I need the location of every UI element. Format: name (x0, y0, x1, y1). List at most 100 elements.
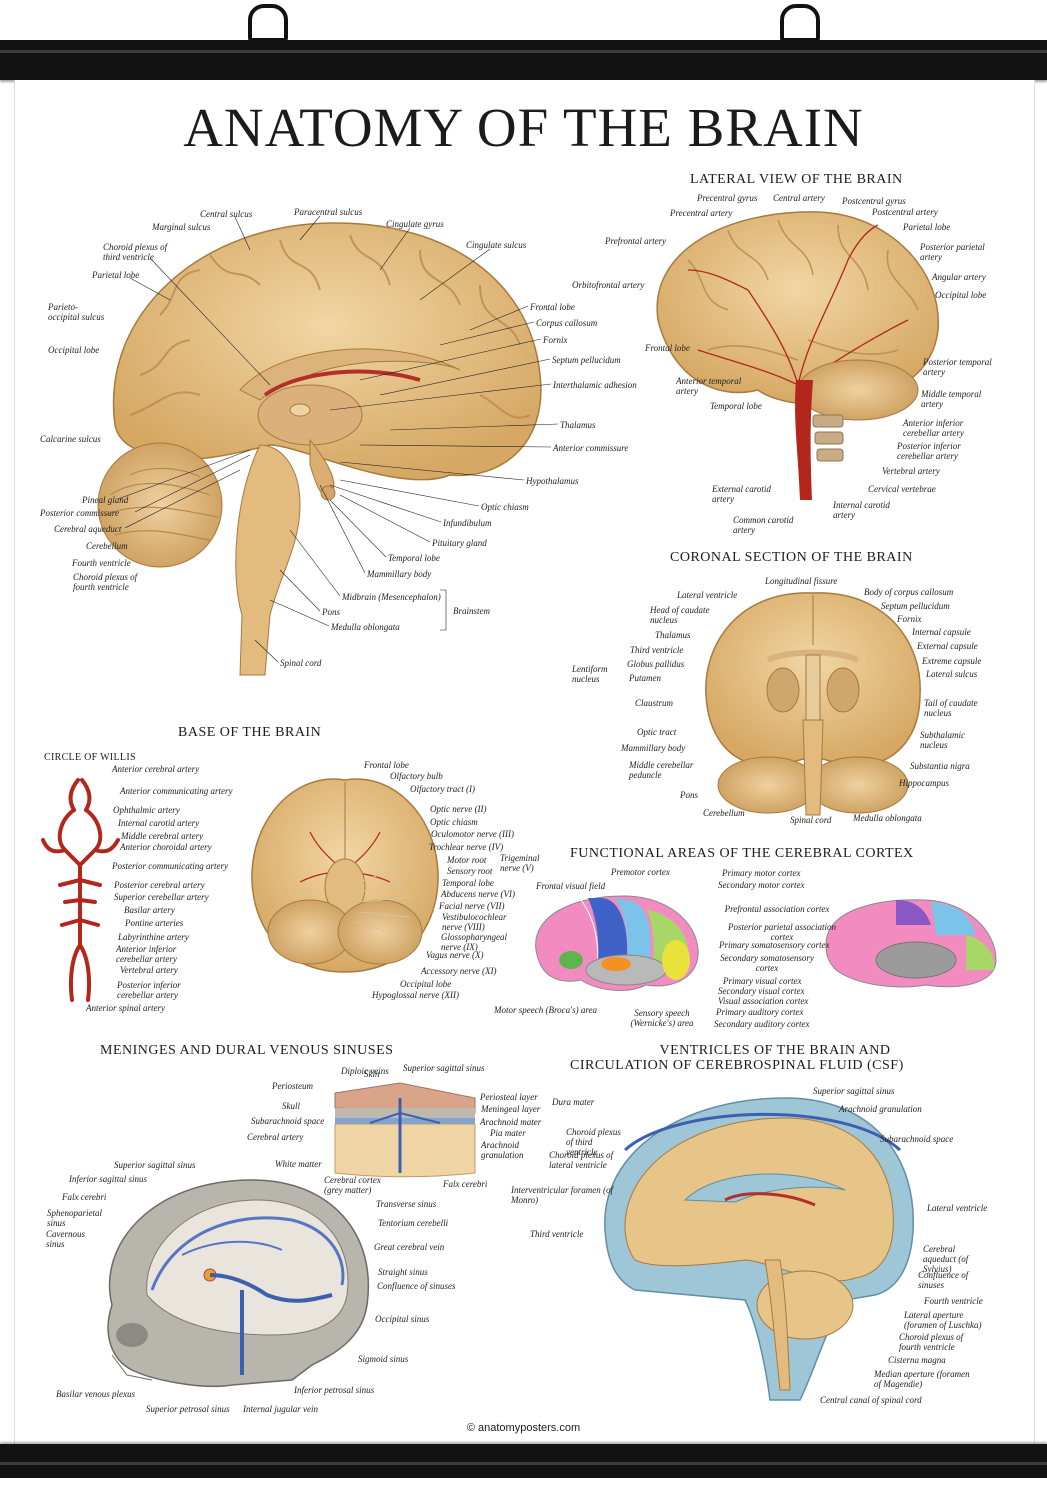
label-anterior-inferior-cerebellar-artery-w: Anterior inferior cerebellar artery (116, 944, 177, 964)
label-accessory-nerve: Accessory nerve (XI) (421, 966, 497, 976)
label-common-carotid-artery: Common carotid artery (733, 515, 794, 535)
label-superior-petrosal-sinus: Superior petrosal sinus (146, 1404, 230, 1414)
label-cavernous-sinus: Cavernous sinus (46, 1229, 85, 1249)
label-parietal-lobe-lat: Parietal lobe (903, 222, 951, 232)
label-visual-association-cortex: Visual association cortex (718, 996, 809, 1006)
label-arachnoid-mater: Arachnoid mater (480, 1117, 542, 1127)
label-internal-carotid-artery: Internal carotid artery (833, 500, 890, 520)
label-hippocampus: Hippocampus (899, 778, 949, 788)
label-septum-pellucidum-cor: Septum pellucidum (881, 601, 950, 611)
label-inferior-petrosal-sinus: Inferior petrosal sinus (294, 1385, 375, 1395)
label-pineal-gland: Pineal gland (82, 495, 129, 505)
label-central-canal: Central canal of spinal cord (820, 1395, 922, 1405)
label-basilar-venous-plexus: Basilar venous plexus (56, 1389, 135, 1399)
label-precentral-gyrus: Precentral gyrus (697, 193, 758, 203)
label-white-matter: White matter (275, 1159, 322, 1169)
label-anterior-communicating-artery: Anterior communicating artery (120, 786, 233, 796)
label-lentiform-nucleus: Lentiform nucleus (572, 664, 608, 684)
label-angular-artery: Angular artery (932, 272, 986, 282)
label-third-ventricle-v: Third ventricle (530, 1229, 584, 1239)
label-extreme-capsule: Extreme capsule (922, 656, 982, 666)
label-hypoglossal-nerve: Hypoglossal nerve (XII) (372, 990, 459, 1000)
label-secondary-auditory-cortex: Secondary auditory cortex (714, 1019, 810, 1029)
label-oculomotor-nerve: Oculomotor nerve (III) (431, 829, 514, 839)
label-cerebral-aqueduct: Cerebral aqueduct (54, 524, 122, 534)
meninges-block-illustration (334, 1082, 476, 1178)
label-secondary-visual-cortex: Secondary visual cortex (718, 986, 805, 996)
label-primary-visual-cortex: Primary visual cortex (723, 976, 802, 986)
label-pontine-arteries: Pontine arteries (125, 918, 184, 928)
label-cerebral-aqueduct-v: Cerebral aqueduct (of Sylvius) (923, 1244, 969, 1274)
label-cingulate-gyrus: Cingulate gyrus (386, 219, 444, 229)
label-cerebral-artery: Cerebral artery (247, 1132, 304, 1142)
label-fornix-cor: Fornix (897, 614, 922, 624)
label-cisterna-magna: Cisterna magna (888, 1355, 946, 1365)
label-choroid-plexus-fourth-v: Choroid plexus of fourth ventricle (899, 1332, 964, 1352)
label-occipital-sinus: Occipital sinus (375, 1314, 430, 1324)
label-lateral-aperture: Lateral aperture (foramen of Luschka) (904, 1310, 982, 1330)
lateral-brain-illustration (656, 211, 939, 500)
label-precentral-artery: Precentral artery (670, 208, 733, 218)
base-brain-illustration (251, 778, 439, 973)
label-premotor-cortex: Premotor cortex (611, 867, 670, 877)
label-sensory-root: Sensory root (447, 866, 493, 876)
label-frontal-visual-field: Frontal visual field (536, 881, 606, 891)
label-lateral-ventricle-cor: Lateral ventricle (677, 590, 738, 600)
label-cingulate-sulcus: Cingulate sulcus (466, 240, 527, 250)
label-cerebellum-cor: Cerebellum (703, 808, 745, 818)
label-superior-sagittal-sinus-v: Superior sagittal sinus (813, 1086, 895, 1096)
label-medulla-oblongata-cor: Medulla oblongata (853, 813, 922, 823)
top-hanger-rail (0, 40, 1047, 80)
functional-areas-title: FUNCTIONAL AREAS OF THE CEREBRAL CORTEX (570, 846, 914, 861)
label-choroid-plexus-third: Choroid plexus of third ventricle (103, 242, 168, 262)
label-glossopharyngeal-nerve: Glossopharyngeal nerve (IX) (441, 932, 507, 952)
label-thalamus-cor: Thalamus (655, 630, 691, 640)
label-abducens-nerve: Abducens nerve (VI) (441, 889, 515, 899)
label-optic-chiasm-base: Optic chiasm (430, 817, 478, 827)
label-confluence-sinuses-m: Confluence of sinuses (377, 1281, 456, 1291)
label-periosteum: Periosteum (272, 1081, 313, 1091)
label-tail-caudate: Tail of caudate nucleus (924, 698, 978, 718)
label-cervical-vertebrae: Cervical vertebrae (868, 484, 936, 494)
label-mammillary-body-cor: Mammillary body (621, 743, 686, 753)
ventricles-title-line1: VENTRICLES OF THE BRAIN AND (659, 1043, 891, 1058)
label-mammillary-body-sag: Mammillary body (367, 569, 432, 579)
label-anterior-commissure: Anterior commissure (553, 443, 629, 453)
label-secondary-somatosensory-cortex: Secondary somatosensory cortex (720, 953, 814, 973)
label-frontal-lobe-base: Frontal lobe (364, 760, 409, 770)
label-postcentral-artery: Postcentral artery (872, 207, 938, 217)
label-falx-cerebri-m: Falx cerebri (443, 1179, 488, 1189)
label-prefrontal-artery: Prefrontal artery (605, 236, 667, 246)
label-anterior-choroidal-artery: Anterior choroidal artery (120, 842, 212, 852)
label-subarachnoid-space-v: Subarachnoid space (880, 1134, 954, 1144)
label-median-aperture: Median aperture (foramen of Magendie) (874, 1369, 970, 1389)
label-parietal-lobe: Parietal lobe (92, 270, 140, 280)
sagittal-brain-illustration (97, 222, 542, 676)
label-choroid-plexus-third-v: Choroid plexus of third ventricle (566, 1127, 621, 1157)
label-external-capsule: External capsule (917, 641, 978, 651)
label-vestibulocochlear-nerve: Vestibulocochlear nerve (VIII) (442, 912, 507, 932)
label-central-artery: Central artery (773, 193, 825, 203)
label-brainstem: Brainstem (453, 606, 490, 616)
label-subarachnoid-space-m: Subarachnoid space (251, 1116, 325, 1126)
label-choroid-plexus-fourth: Choroid plexus of fourth ventricle (73, 572, 138, 592)
label-diploic-veins: Diploic veins (341, 1066, 389, 1076)
label-posterior-inferior-cerebellar-artery-w: Posterior inferior cerebellar artery (117, 980, 181, 1000)
label-paracentral-sulcus: Paracentral sulcus (294, 207, 363, 217)
label-cerebral-cortex-grey: Cerebral cortex (grey matter) (324, 1175, 381, 1195)
label-vagus-nerve: Vagus nerve (X) (426, 950, 484, 960)
label-substantia-nigra: Substantia nigra (910, 761, 970, 771)
left-hanging-hook (248, 4, 288, 42)
label-interthalamic-adhesion: Interthalamic adhesion (553, 380, 637, 390)
label-anterior-cerebral-artery: Anterior cerebral artery (112, 764, 200, 774)
label-vertebral-artery-w: Vertebral artery (120, 965, 178, 975)
label-inferior-sagittal-sinus: Inferior sagittal sinus (69, 1174, 148, 1184)
label-posterior-parietal-artery: Posterior parietal artery (920, 242, 985, 262)
label-middle-cerebellar-peduncle: Middle cerebellar peduncle (629, 760, 694, 780)
label-posterior-parietal-association-cortex: Posterior parietal association cortex (728, 922, 836, 942)
label-pia-mater: Pia mater (490, 1128, 526, 1138)
label-anterior-inferior-cerebellar-artery: Anterior inferior cerebellar artery (903, 418, 964, 438)
label-falx-cerebri-s: Falx cerebri (62, 1192, 107, 1202)
copyright-credit: © anatomyposters.com (466, 1422, 581, 1434)
